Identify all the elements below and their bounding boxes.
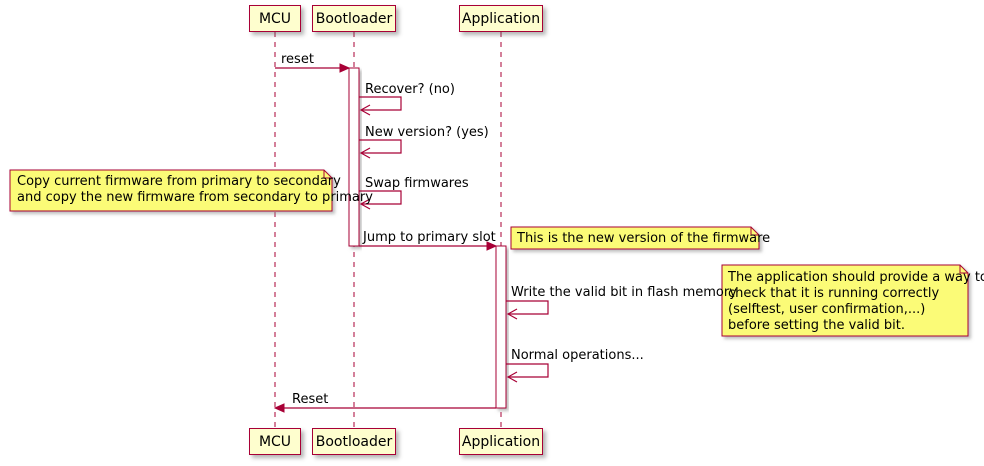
message-label-write-valid-bit: Write the valid bit in flash memory: [511, 285, 737, 300]
arrow-head: [486, 241, 498, 251]
arrow-head: [339, 63, 351, 73]
message-label-reset: reset: [281, 52, 314, 67]
arrow-head: [359, 104, 371, 116]
participant-application-bottom: Application: [459, 428, 543, 455]
message-label-reset-return: Reset: [292, 392, 329, 407]
arrow-head: [359, 147, 371, 159]
note-line: Copy current firmware from primary to se…: [17, 174, 341, 189]
note-line: check that it is running correctly: [728, 286, 940, 301]
note-fold-corner: [959, 265, 968, 274]
self-message-swap-firmwares: [359, 190, 402, 210]
note-fold-corner: [750, 227, 759, 236]
participant-application-top: Application: [459, 5, 543, 32]
arrow-head: [506, 308, 518, 320]
message-label-swap-firmwares: Swap firmwares: [365, 176, 469, 191]
message-label-new-version: New version? (yes): [365, 125, 489, 140]
message-arrow-reset: [275, 63, 351, 73]
note-body: [721, 264, 969, 337]
self-message-new-version: [359, 139, 402, 159]
self-message-normal-operations: [506, 363, 549, 383]
participant-bootloader-top: Bootloader: [312, 5, 396, 32]
arrow-line: [359, 190, 402, 205]
self-message-write-valid-bit: [506, 300, 549, 320]
note-line: The application should provide a way to: [728, 270, 984, 285]
note-copy-firmware-text: Copy current firmware from primary to se…: [17, 174, 373, 206]
activation-bar-bootloader: [348, 67, 360, 247]
arrow-line: [359, 139, 402, 154]
arrow-line: [506, 300, 549, 315]
message-arrow-reset-return: [273, 403, 496, 413]
note-body: [9, 169, 333, 212]
note-line: before setting the valid bit.: [728, 318, 905, 333]
participant-mcu-top: MCU: [249, 5, 301, 32]
arrow-head: [506, 371, 518, 383]
note-selftest-valid-bit: [721, 264, 969, 337]
participant-bootloader-bottom: Bootloader: [312, 428, 396, 455]
activation-bar-application: [495, 245, 507, 409]
arrow-head: [359, 198, 371, 210]
note-new-version-firmware-text: This is the new version of the firmware: [517, 231, 770, 247]
message-label-recover: Recover? (no): [365, 82, 455, 97]
note-new-version-firmware: [510, 226, 760, 250]
note-copy-firmware: [9, 169, 333, 212]
self-message-recover: [359, 96, 402, 116]
note-selftest-valid-bit-text: The application should provide a way to …: [728, 270, 984, 334]
note-line: and copy the new firmware from secondary…: [17, 190, 373, 205]
message-label-normal-operations: Normal operations...: [511, 348, 644, 363]
note-line: (selftest, user confirmation,...): [728, 302, 926, 317]
message-label-jump-to-primary: Jump to primary slot: [363, 230, 496, 245]
note-line: This is the new version of the firmware: [517, 231, 771, 246]
arrow-head: [273, 403, 285, 413]
message-arrow-jump-to-primary: [359, 241, 498, 251]
participant-mcu-bottom: MCU: [249, 428, 301, 455]
arrow-line: [359, 96, 402, 111]
note-body: [510, 226, 760, 250]
note-fold-corner: [323, 170, 332, 179]
arrow-line: [506, 363, 549, 378]
